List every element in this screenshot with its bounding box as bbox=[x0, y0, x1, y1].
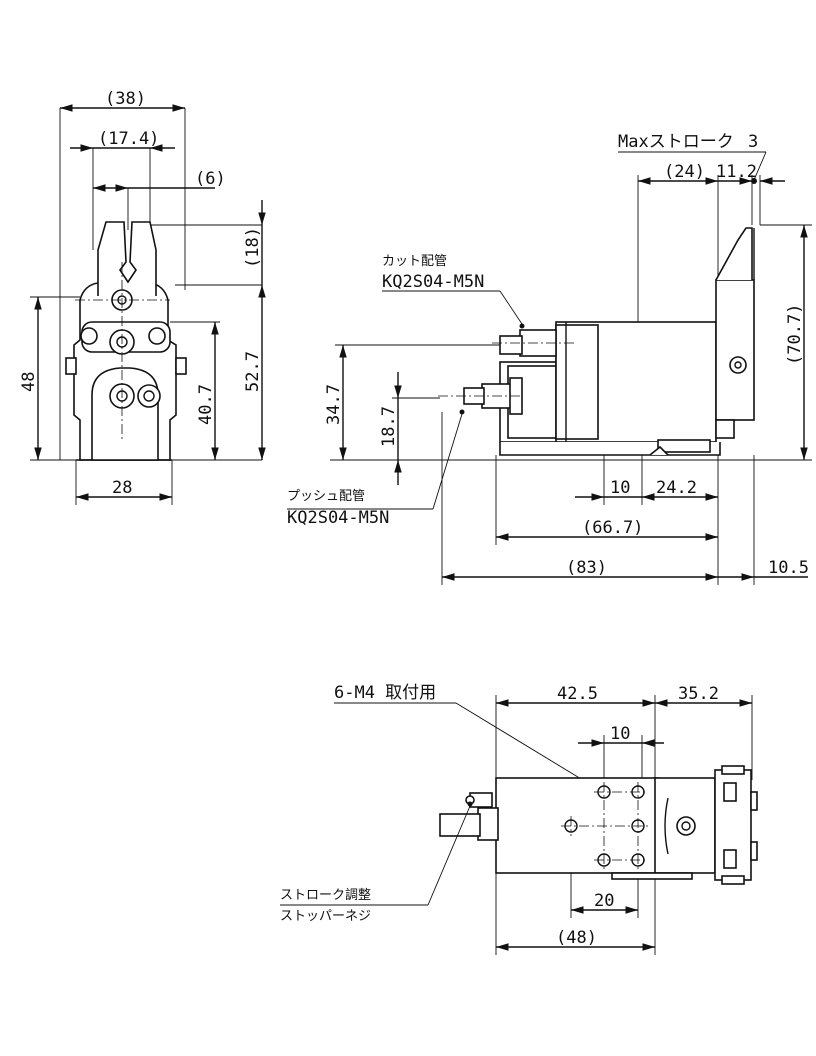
bottom-dim-48: (48) bbox=[556, 928, 597, 948]
mount-label: 6-M4 取付用 bbox=[334, 683, 436, 703]
side-dim-66-7: (66.7) bbox=[582, 518, 643, 538]
front-dim-52-7: 52.7 bbox=[243, 351, 263, 392]
stopper-label-2: ストッパーネジ bbox=[280, 909, 371, 924]
side-dim-18-7: 18.7 bbox=[379, 406, 399, 447]
max-stroke-value: 3 bbox=[748, 132, 758, 152]
side-dim-34-7: 34.7 bbox=[324, 384, 344, 425]
side-dim-24-2: 24.2 bbox=[656, 478, 697, 498]
side-dim-83: (83) bbox=[566, 558, 607, 578]
push-pipe-part: KQ2S04-M5N bbox=[287, 508, 389, 528]
front-dim-28: 28 bbox=[112, 478, 132, 498]
bottom-view: 6-M4 取付用 bbox=[280, 683, 758, 955]
side-dim-70-7: (70.7) bbox=[785, 304, 805, 365]
front-dim-48: 48 bbox=[19, 372, 39, 392]
front-dim-18: (18) bbox=[243, 227, 263, 268]
bottom-dim-35-2: 35.2 bbox=[678, 684, 719, 704]
side-dim-10-5: 10.5 bbox=[768, 558, 809, 578]
bottom-dim-20: 20 bbox=[594, 891, 614, 911]
bottom-dim-10: 10 bbox=[610, 724, 630, 744]
stopper-label-1: ストローク調整 bbox=[280, 888, 371, 903]
front-dim-17-4: (17.4) bbox=[98, 129, 159, 149]
mount-holes bbox=[561, 782, 648, 870]
front-view: (38) (17.4) (6) (18) 48 52.7 40.7 28 bbox=[19, 89, 266, 505]
front-dim-40-7: 40.7 bbox=[196, 384, 216, 425]
side-dim-24: (24) bbox=[664, 162, 705, 182]
side-view: Maxストローク 3 bbox=[287, 132, 812, 585]
cut-pipe-part: KQ2S04-M5N bbox=[382, 272, 484, 292]
front-dim-38: (38) bbox=[105, 89, 146, 109]
side-dim-11-2: 11.2 bbox=[716, 162, 757, 182]
cut-pipe-label: カット配管 bbox=[382, 254, 447, 269]
side-dim-10: 10 bbox=[610, 478, 630, 498]
max-stroke-label: Maxストローク bbox=[618, 132, 734, 152]
push-pipe-label: プッシュ配管 bbox=[287, 489, 365, 504]
bottom-dim-42-5: 42.5 bbox=[557, 684, 598, 704]
front-dim-6: (6) bbox=[195, 169, 226, 189]
